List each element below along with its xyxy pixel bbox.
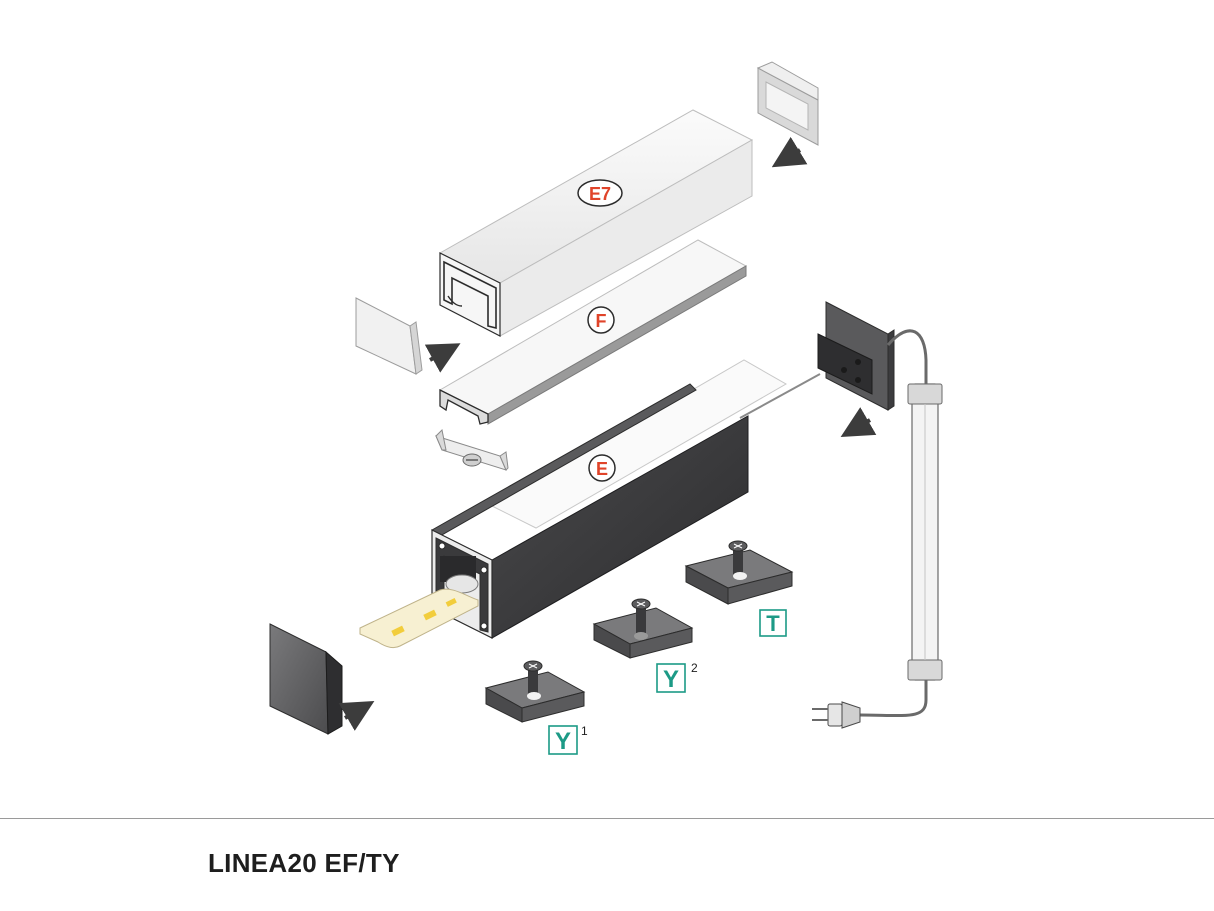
end-cap-left — [355, 297, 423, 375]
mounting-clip-t — [684, 540, 794, 605]
arrow-icon — [424, 343, 461, 373]
label-y2: Y 2 — [656, 661, 698, 693]
label-y2-sup: 2 — [691, 661, 698, 675]
mounting-clip-y1 — [484, 660, 586, 723]
power-supply-driver — [907, 383, 943, 681]
label-y1-text: Y — [555, 728, 571, 755]
label-e7: E7 — [577, 179, 623, 207]
mounting-clip-white — [435, 428, 509, 471]
label-y1: Y 1 — [548, 724, 588, 755]
arrow-icon — [771, 136, 808, 168]
label-e7-text: E7 — [589, 184, 611, 204]
power-cable — [739, 329, 928, 718]
label-e: E — [588, 454, 616, 482]
power-box — [817, 301, 895, 411]
label-f: F — [587, 306, 615, 334]
label-y1-sup: 1 — [581, 724, 588, 738]
end-cap-bottom-left — [269, 623, 343, 735]
label-e-text: E — [596, 459, 608, 479]
end-cap-top-right — [756, 61, 819, 146]
label-f-text: F — [596, 311, 607, 331]
arrow-icon — [338, 700, 375, 731]
label-t: T — [759, 609, 787, 637]
profile-e — [431, 359, 788, 639]
plug-icon — [812, 701, 861, 729]
mounting-clip-y2 — [592, 598, 694, 659]
label-t-text: T — [766, 611, 780, 636]
led-strip — [359, 588, 479, 649]
product-title: LINEA20 EF/TY — [208, 848, 400, 878]
arrow-icon — [840, 407, 877, 438]
label-y2-text: Y — [663, 666, 679, 693]
divider-line — [0, 818, 1214, 819]
